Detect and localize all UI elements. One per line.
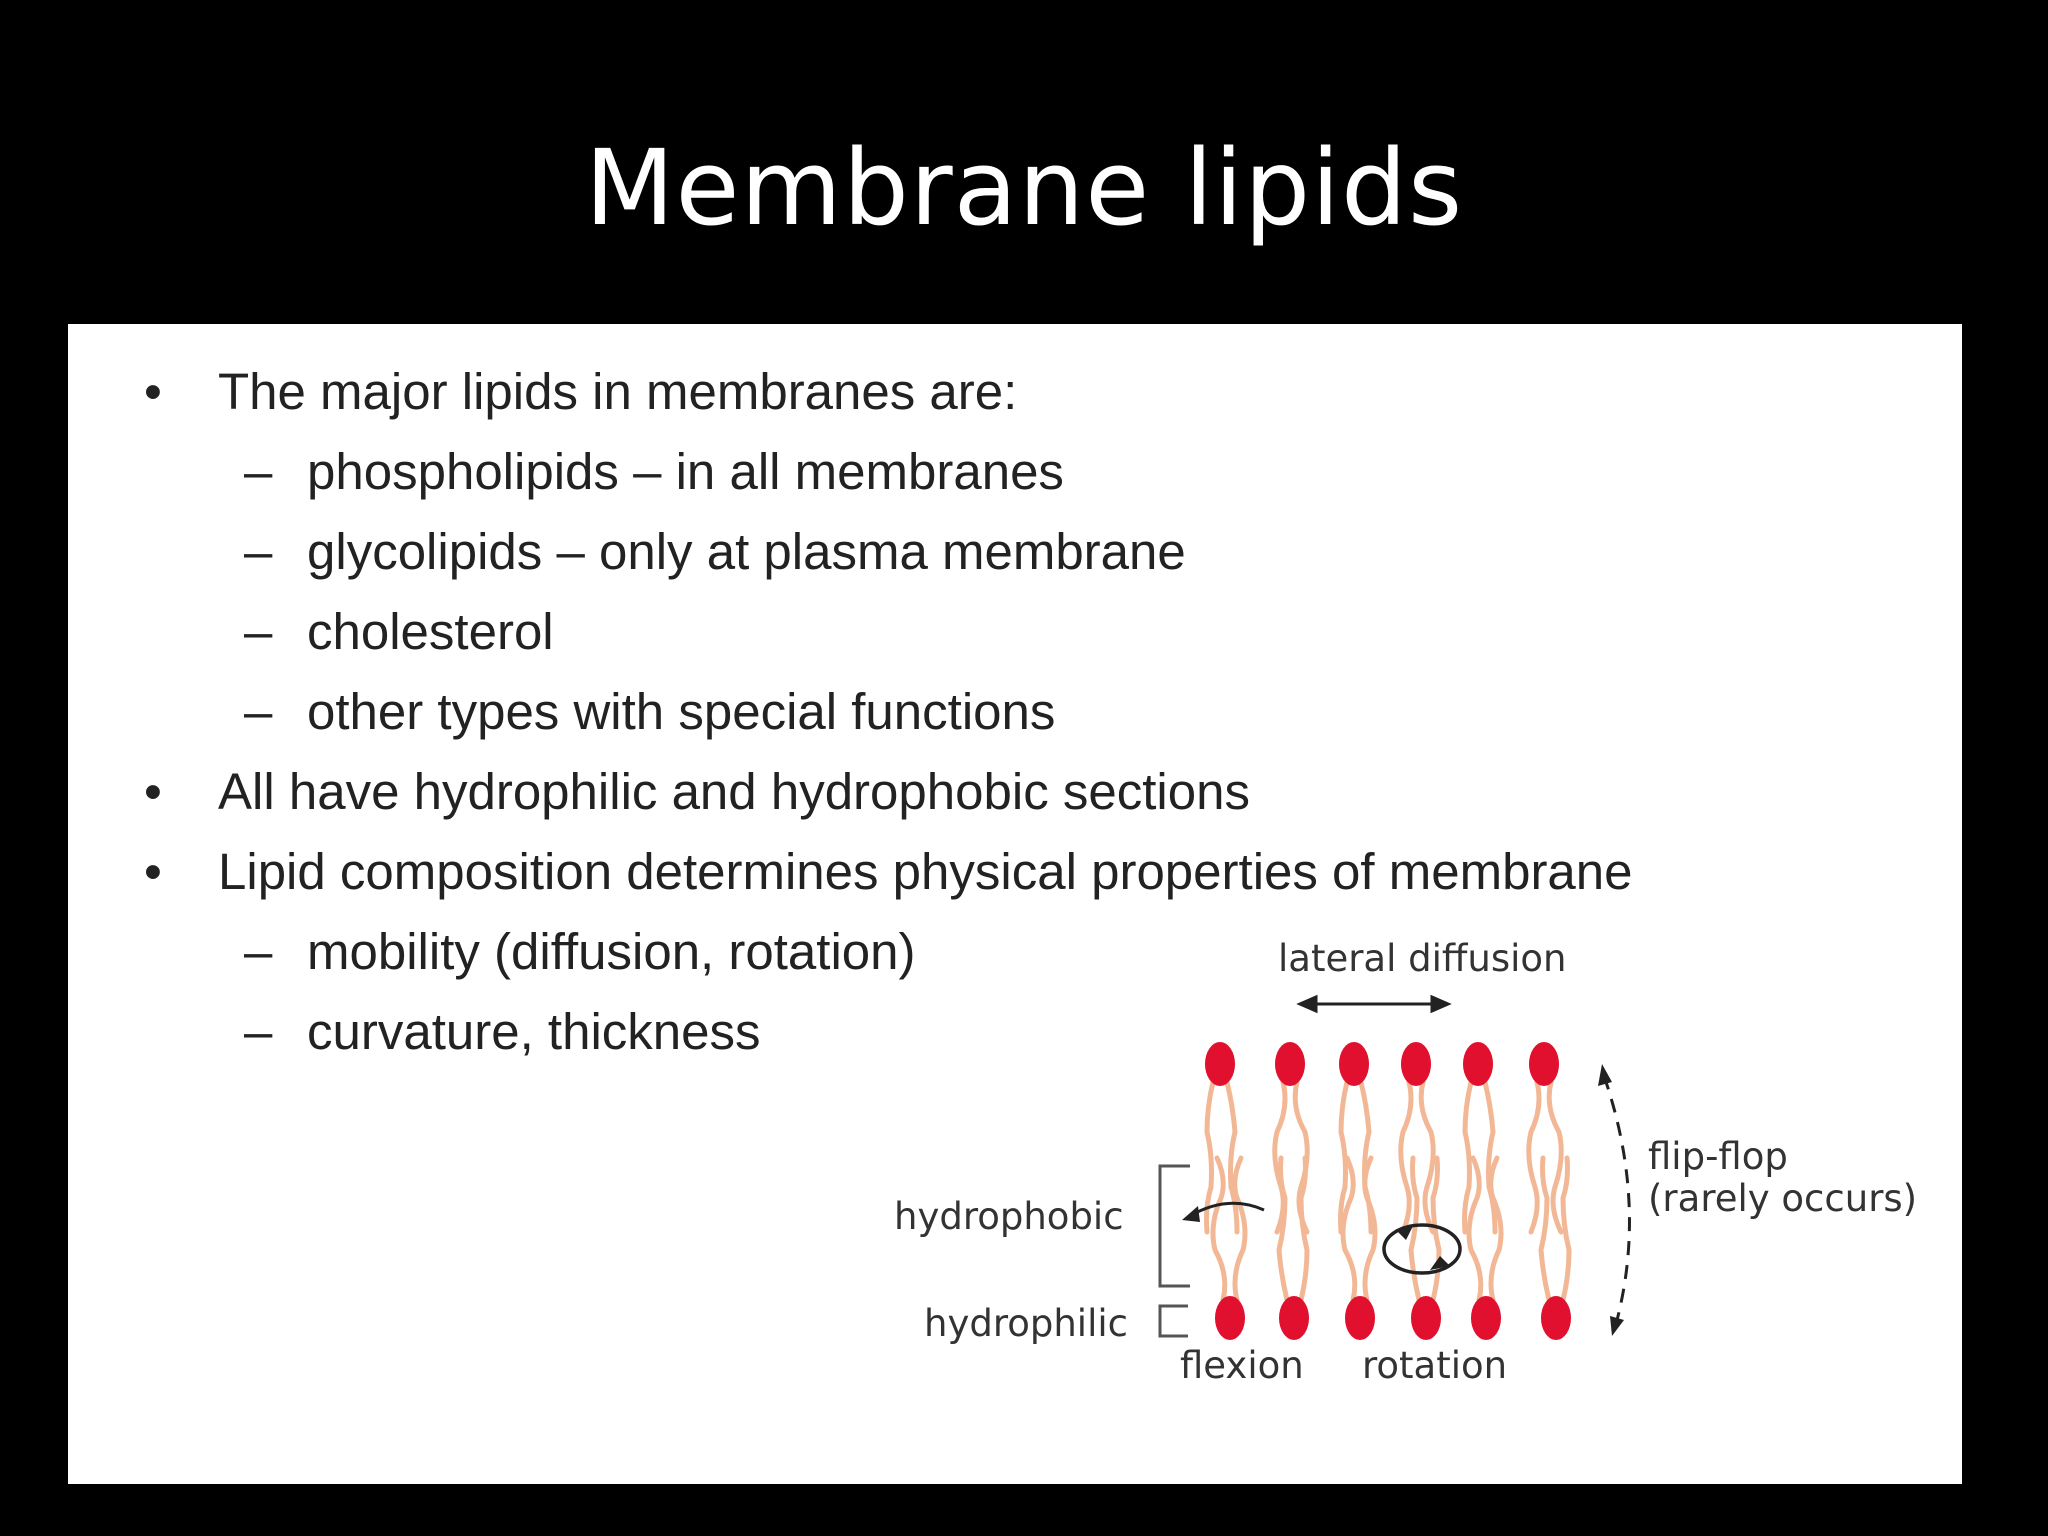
lipid-head	[1411, 1296, 1441, 1340]
lipid-tail	[1298, 1155, 1310, 1303]
rarely-occurs-label: (rarely occurs)	[1648, 1177, 1917, 1220]
bullet-list: • The major lipids in membranes are: – p…	[68, 324, 1962, 1484]
sub-bullet-text: other types with special functions	[307, 683, 1056, 740]
sub-bullet-text: phospholipids – in all membranes	[307, 443, 1064, 500]
lipid-tail	[1210, 1155, 1228, 1303]
lipid-tail	[1560, 1155, 1572, 1303]
hydrophilic-bracket	[1158, 1304, 1188, 1338]
rotation-arrow	[1382, 1223, 1462, 1275]
bullet-text: Lipid composition determines physical pr…	[218, 843, 1633, 900]
lipid-head	[1275, 1042, 1305, 1086]
bullet-marker: •	[144, 843, 162, 900]
lateral-diffusion-label: lateral diffusion	[1278, 937, 1567, 980]
dash-marker: –	[244, 603, 273, 660]
lipid-tail	[1408, 1155, 1422, 1303]
hydrophilic-label: hydrophilic	[924, 1302, 1128, 1345]
rotation-label: rotation	[1362, 1344, 1507, 1387]
lipid-head	[1345, 1296, 1375, 1340]
dash-marker: –	[244, 683, 273, 740]
lipid-bilayer-diagram: lateral diffusion flip-flop (rarely occu…	[894, 937, 1917, 1387]
lipid-head	[1471, 1296, 1501, 1340]
dash-marker: –	[244, 443, 273, 500]
flexion-arrow	[1182, 1201, 1265, 1222]
lipid-tail	[1482, 1079, 1498, 1235]
hydrophobic-bracket	[1158, 1164, 1190, 1288]
bullet-text: All have hydrophilic and hydrophobic sec…	[218, 763, 1250, 820]
lipid-head	[1215, 1296, 1245, 1340]
lipid-head	[1541, 1296, 1571, 1340]
hydrophobic-label: hydrophobic	[894, 1195, 1124, 1238]
bullet-text: The major lipids in membranes are:	[218, 363, 1018, 420]
flip-flop-arrowhead-bottom	[1610, 1316, 1624, 1336]
flip-flop-arrow	[1602, 1075, 1631, 1325]
lipid-tail	[1340, 1155, 1358, 1303]
lipid-tail	[1232, 1155, 1248, 1303]
dash-marker: –	[244, 1003, 273, 1060]
lipid-tail	[1538, 1155, 1552, 1303]
bullet-marker: •	[144, 363, 162, 420]
lipid-heads	[1205, 1042, 1571, 1340]
lipid-tail	[1398, 1079, 1414, 1235]
lipid-tail	[1466, 1155, 1484, 1303]
lipid-tail	[1204, 1079, 1216, 1235]
dash-marker: –	[244, 523, 273, 580]
lipid-head	[1529, 1042, 1559, 1086]
flip-flop-arrowhead-top	[1598, 1064, 1612, 1086]
lipid-head	[1205, 1042, 1235, 1086]
lipid-head	[1401, 1042, 1431, 1086]
sub-bullet-text: curvature, thickness	[307, 1003, 761, 1060]
lipid-tails	[1204, 1079, 1572, 1303]
lipid-tail	[1488, 1155, 1504, 1303]
sub-bullet-text: cholesterol	[307, 603, 554, 660]
lateral-diffusion-arrow	[1296, 994, 1452, 1014]
slide-title: Membrane lipids	[584, 127, 1464, 249]
sub-bullet-text: glycolipids – only at plasma membrane	[307, 523, 1186, 580]
lipid-tail	[1462, 1079, 1474, 1235]
lipid-tail	[1362, 1155, 1378, 1303]
lipid-tail	[1546, 1079, 1564, 1235]
lipid-tail	[1276, 1155, 1290, 1303]
lipid-tail	[1224, 1079, 1240, 1235]
bullet-marker: •	[144, 763, 162, 820]
dash-marker: –	[244, 923, 273, 980]
content-panel: • The major lipids in membranes are: – p…	[68, 324, 1962, 1484]
lipid-head	[1463, 1042, 1493, 1086]
lipid-tail	[1418, 1079, 1436, 1235]
lipid-head	[1339, 1042, 1369, 1086]
flexion-label: flexion	[1180, 1344, 1304, 1387]
sub-bullet-text: mobility (diffusion, rotation)	[307, 923, 916, 980]
lipid-head	[1279, 1296, 1309, 1340]
flip-flop-label: flip-flop	[1648, 1135, 1788, 1178]
lipid-tail	[1526, 1079, 1542, 1235]
